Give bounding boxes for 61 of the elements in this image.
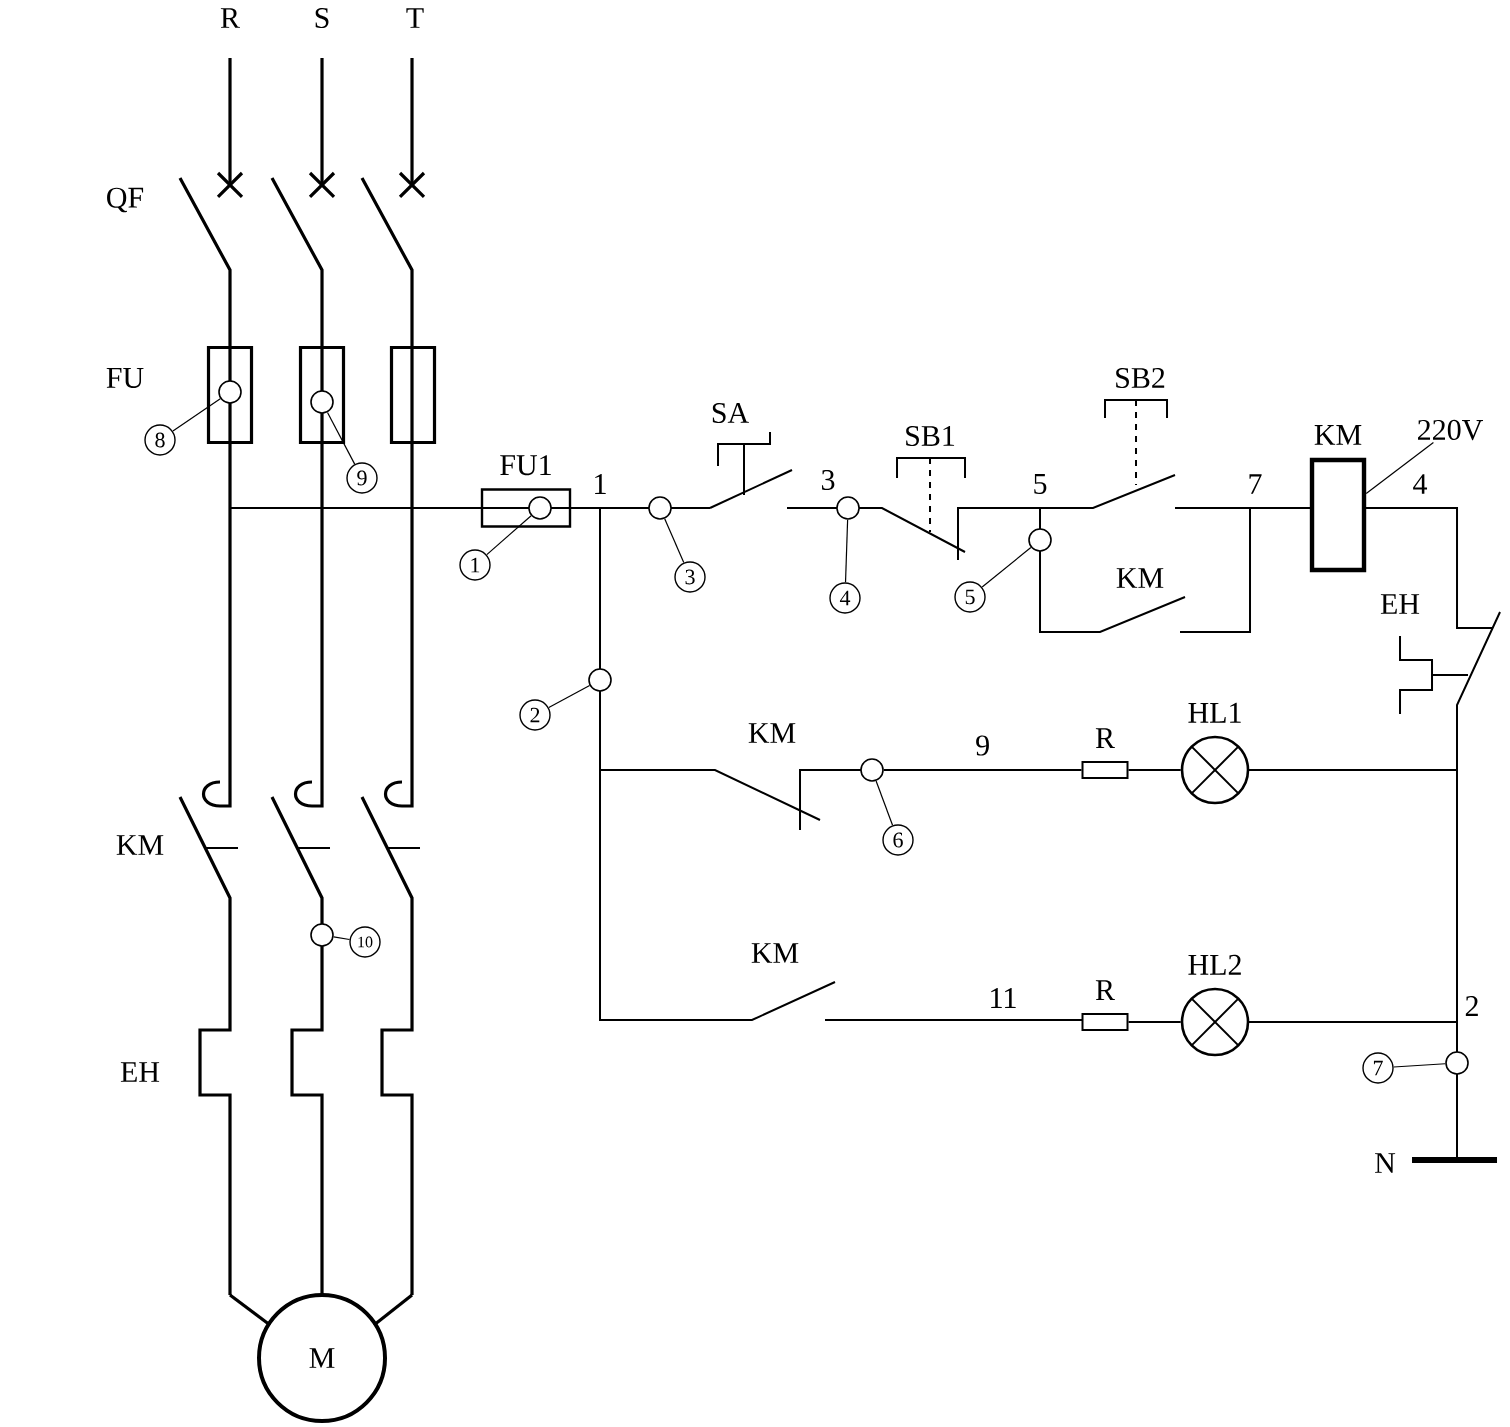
leader-line <box>664 518 685 564</box>
callout-number: 9 <box>346 462 378 494</box>
leader-line <box>333 936 351 941</box>
component-label: 4 <box>1413 474 1428 494</box>
component-label: EH <box>120 1062 160 1082</box>
callout-number: 8 <box>144 424 176 456</box>
component-label: 7 <box>1249 474 1262 494</box>
fuse-symbol <box>206 345 254 445</box>
component-label: KM <box>748 723 796 743</box>
component-label: KM <box>116 835 164 855</box>
callout-number: 10 <box>349 926 381 958</box>
component-label: SB1 <box>906 425 955 447</box>
callout-number: 5 <box>954 581 986 613</box>
component-label: 3 <box>821 469 835 491</box>
component-label: 1 <box>595 474 606 494</box>
test-point <box>528 496 552 520</box>
test-point <box>1028 528 1052 552</box>
component-label: SB2 <box>1116 367 1165 389</box>
callout-number: 3 <box>674 561 706 593</box>
test-point <box>648 496 672 520</box>
test-point <box>860 758 884 782</box>
callout-number: 7 <box>1362 1052 1394 1084</box>
component-label: R <box>220 8 240 28</box>
component-label: KM <box>751 943 799 963</box>
leader-line <box>1365 442 1434 495</box>
wire <box>882 769 1083 771</box>
leader-line <box>326 411 356 465</box>
component-label: 11 <box>991 988 1016 1008</box>
component-label: 5 <box>1034 474 1047 494</box>
component-label: QF <box>107 187 144 213</box>
leader-line <box>981 546 1032 588</box>
leader-line <box>172 398 221 432</box>
component-label: T <box>406 8 424 28</box>
fuse-symbol <box>389 345 437 445</box>
test-point <box>218 380 242 404</box>
component-label: EH <box>1380 594 1420 614</box>
test-point <box>310 923 334 947</box>
test-point <box>588 668 612 692</box>
component-label: N <box>1375 1153 1396 1173</box>
component-label: FU <box>106 368 144 388</box>
callout-number: 6 <box>882 824 914 856</box>
test-point <box>1445 1051 1469 1075</box>
voltage-label: 220V <box>1418 419 1483 441</box>
component-label: 2 <box>1465 996 1478 1016</box>
component-label: KM <box>1116 568 1164 588</box>
leader-line <box>486 515 532 556</box>
leader-line <box>875 780 894 826</box>
test-point <box>310 390 334 414</box>
leader-line <box>548 685 591 709</box>
fuse-symbol <box>298 345 346 445</box>
component-label: SA <box>712 402 749 424</box>
wire <box>1127 769 1182 771</box>
leader-line <box>844 519 849 583</box>
component-label: S <box>315 7 329 29</box>
wire <box>1127 1021 1182 1023</box>
leader-line <box>1393 1063 1446 1068</box>
callout-number: 2 <box>519 699 551 731</box>
callout-number: 1 <box>459 549 491 581</box>
callout-number: 4 <box>829 582 861 614</box>
test-point <box>836 496 860 520</box>
wire-number: 9 <box>973 733 993 758</box>
